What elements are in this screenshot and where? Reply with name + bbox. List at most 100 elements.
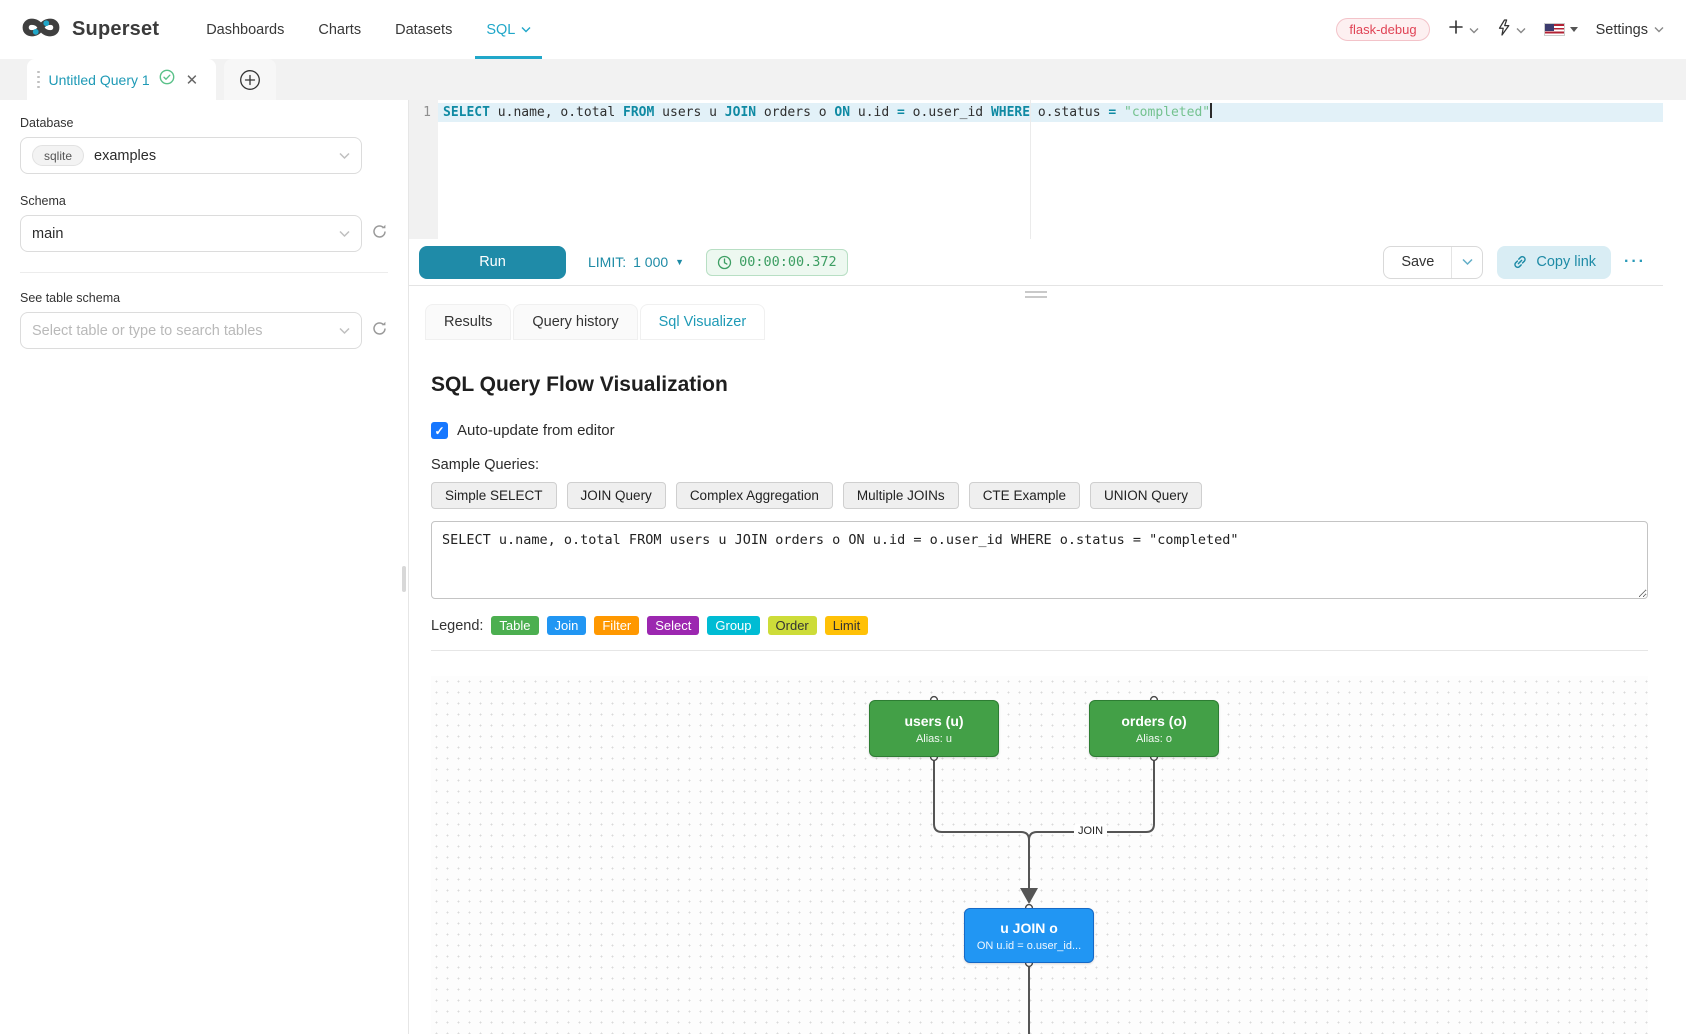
sql-token-kw: ON <box>834 105 850 120</box>
nav-item-label: Dashboards <box>206 22 284 38</box>
node-title: users (u) <box>870 713 998 729</box>
flow-node-orders[interactable]: orders (o) Alias: o <box>1089 700 1219 757</box>
sql-token-pl: users u <box>654 105 724 120</box>
sql-token-str: "completed" <box>1124 105 1210 120</box>
superset-logo[interactable]: Superset <box>18 14 159 46</box>
flow-node-users[interactable]: users (u) Alias: u <box>869 700 999 757</box>
chevron-down-icon <box>339 327 350 335</box>
pane-resize-handle[interactable] <box>1025 291 1047 298</box>
sql-token-pl: u.id <box>850 105 897 120</box>
query-tab-title: Untitled Query 1 <box>49 72 150 88</box>
refresh-schemas-icon[interactable] <box>371 223 388 245</box>
pane-resize-row <box>409 286 1663 302</box>
flow-canvas[interactable]: users (u) Alias: u orders (o) Alias: o u… <box>431 676 1648 1034</box>
sidebar-scrollbar-thumb[interactable] <box>402 566 406 592</box>
query-search-dropdown[interactable] <box>1497 19 1526 41</box>
limit-dropdown[interactable]: LIMIT: 1 000 ▼ <box>588 254 684 270</box>
schema-select-value: main <box>32 226 329 242</box>
nav-item-dashboards[interactable]: Dashboards <box>189 0 301 59</box>
node-subtitle: Alias: u <box>870 733 998 745</box>
query-tab-active[interactable]: Untitled Query 1 ✕ <box>27 59 216 100</box>
nav-item-label: Charts <box>318 22 361 38</box>
copy-link-button[interactable]: Copy link <box>1497 246 1611 279</box>
sample-query-button-cte-example[interactable]: CTE Example <box>969 482 1080 509</box>
sample-query-button-union-query[interactable]: UNION Query <box>1090 482 1202 509</box>
node-subtitle: ON u.id = o.user_id... <box>965 940 1093 952</box>
result-tab-results[interactable]: Results <box>425 304 511 340</box>
flow-node-join[interactable]: u JOIN o ON u.id = o.user_id... <box>964 908 1094 963</box>
nav-item-label: SQL <box>486 22 515 38</box>
node-subtitle: Alias: o <box>1090 733 1218 745</box>
top-navbar: Superset DashboardsChartsDatasetsSQL fla… <box>0 0 1686 59</box>
sql-token-pl: u.name, o.total <box>490 105 623 120</box>
sample-query-button-complex-aggregation[interactable]: Complex Aggregation <box>676 482 833 509</box>
table-select[interactable]: Select table or type to search tables <box>20 312 362 349</box>
sql-token-kw: JOIN <box>725 105 756 120</box>
sqllab-sidebar: Database sqlite examples Schema main See… <box>0 100 409 1034</box>
chevron-down-icon <box>339 230 350 238</box>
auto-update-checkbox[interactable]: ✓ <box>431 422 448 439</box>
content-divider <box>431 650 1648 651</box>
save-options-button[interactable] <box>1451 247 1482 278</box>
close-tab-icon[interactable]: ✕ <box>184 71 201 89</box>
legend-chips: TableJoinFilterSelectGroupOrderLimit <box>491 616 868 635</box>
refresh-tables-icon[interactable] <box>371 320 388 342</box>
nav-item-charts[interactable]: Charts <box>301 0 378 59</box>
database-engine-badge: sqlite <box>32 145 84 166</box>
database-label: Database <box>20 116 388 130</box>
save-button[interactable]: Save <box>1384 247 1451 278</box>
language-picker[interactable] <box>1544 23 1578 36</box>
sample-query-button-multiple-joins[interactable]: Multiple JOINs <box>843 482 959 509</box>
result-tab-sql-visualizer[interactable]: Sql Visualizer <box>640 304 766 340</box>
legend-chip-group: Group <box>707 616 759 635</box>
auto-update-checkbox-row[interactable]: ✓ Auto-update from editor <box>431 422 1648 439</box>
legend-chip-select: Select <box>647 616 699 635</box>
settings-menu[interactable]: Settings <box>1596 22 1664 38</box>
plus-icon <box>1448 19 1464 40</box>
schema-select[interactable]: main <box>20 215 362 252</box>
legend-chip-order: Order <box>768 616 817 635</box>
lightning-icon <box>1497 19 1511 41</box>
brand-name: Superset <box>72 18 159 41</box>
query-timer: 00:00:00.372 <box>706 249 848 276</box>
result-tab-query-history[interactable]: Query history <box>513 304 637 340</box>
sql-input-textarea[interactable]: SELECT u.name, o.total FROM users u JOIN… <box>431 521 1648 599</box>
chevron-down-icon <box>521 26 531 33</box>
drag-handle-icon[interactable] <box>37 71 40 89</box>
database-select[interactable]: sqlite examples <box>20 137 362 174</box>
schema-label: Schema <box>20 194 388 208</box>
sql-token-pl: o.user_id <box>905 105 991 120</box>
sql-token-kw: FROM <box>623 105 654 120</box>
new-query-tab-button[interactable] <box>224 59 276 100</box>
sample-query-button-simple-select[interactable]: Simple SELECT <box>431 482 557 509</box>
limit-label: LIMIT: <box>588 254 626 270</box>
plus-circle-icon <box>239 69 261 91</box>
query-tabstrip: Untitled Query 1 ✕ <box>0 59 1686 100</box>
save-split-button: Save <box>1383 246 1483 279</box>
table-schema-label: See table schema <box>20 291 388 305</box>
nav-item-label: Datasets <box>395 22 452 38</box>
sql-editor[interactable]: 1 SELECT u.name, o.total FROM users u JO… <box>409 100 1663 239</box>
more-actions-button[interactable]: ··· <box>1624 253 1646 271</box>
text-cursor <box>1210 103 1212 118</box>
limit-value: 1 000 <box>633 254 668 270</box>
sidebar-divider <box>20 272 388 273</box>
nav-item-datasets[interactable]: Datasets <box>378 0 469 59</box>
nav-item-sql[interactable]: SQL <box>469 0 548 59</box>
editor-gutter: 1 <box>409 100 438 239</box>
settings-label: Settings <box>1596 22 1648 38</box>
legend-chip-table: Table <box>491 616 538 635</box>
new-item-dropdown[interactable] <box>1448 19 1479 40</box>
editor-code-area[interactable]: SELECT u.name, o.total FROM users u JOIN… <box>438 100 1663 239</box>
chevron-down-icon <box>339 152 350 160</box>
run-button[interactable]: Run <box>419 246 566 279</box>
sql-code-line: SELECT u.name, o.total FROM users u JOIN… <box>438 103 1663 122</box>
main-nav: Dashboards Charts Datasets SQL <box>189 0 548 59</box>
us-flag-icon <box>1544 23 1565 36</box>
superset-infinity-icon <box>18 14 64 46</box>
caret-down-icon <box>1570 27 1578 32</box>
sql-token-op: = <box>1108 105 1116 120</box>
legend-label: Legend: <box>431 618 483 634</box>
line-number: 1 <box>409 103 431 122</box>
sample-query-button-join-query[interactable]: JOIN Query <box>567 482 666 509</box>
